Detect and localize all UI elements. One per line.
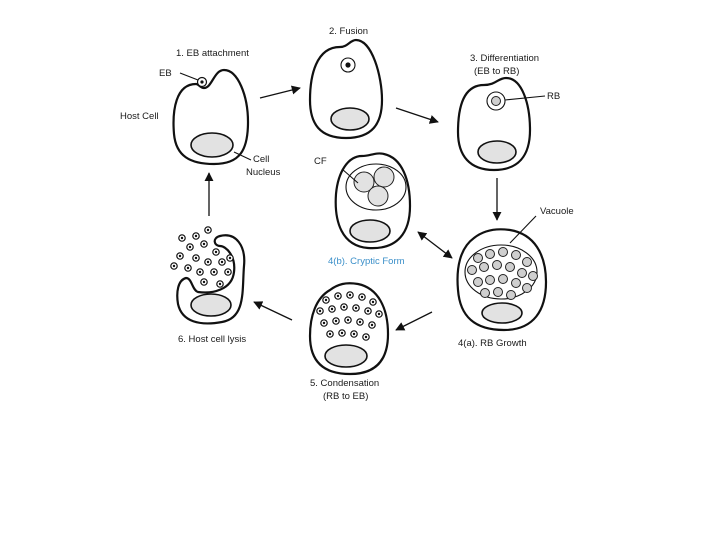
nucleus-pointer [233,151,252,161]
stage-2-cell [308,38,384,140]
stage-2-nucleus [330,107,370,131]
rb-pointer [504,95,546,101]
eb-label: EB [159,68,172,79]
differentiation-vacuole [486,91,506,111]
rb-particles [467,247,538,300]
stage-4b-cell [334,152,412,250]
cycle-arrows [204,85,502,331]
stage-6-label: 6. Host cell lysis [178,334,246,345]
cf-pointer [341,168,359,184]
stage-2-label: 2. Fusion [329,26,368,37]
stage-4a-label: 4(a). RB Growth [458,338,527,349]
stage-3-label-line1: 3. Differentiation [470,53,539,64]
stage-3-label-line2: (EB to RB) [474,66,519,77]
fusion-vacuole [340,57,356,73]
arrow-5-to-6 [253,301,293,321]
stage-4b-label: 4(b). Cryptic Form [328,256,405,267]
released-eb-particles [170,226,234,288]
stage-5-nucleus [324,344,368,368]
cryptic-vacuole [345,163,407,211]
stage-4b-nucleus [349,219,391,243]
rb-label: RB [547,91,560,102]
cell-nucleus-label-line1: Cell [253,154,269,165]
stage-4a-cell [456,215,548,332]
stage-4a-nucleus [481,302,523,324]
stage-5-label-line1: 5. Condensation [310,378,379,389]
cf-label: CF [314,156,327,167]
vacuole-pointer [509,215,537,244]
arrow-1-to-2 [259,85,301,99]
cell-nucleus-label-line2: Nucleus [246,167,281,178]
stage-3-nucleus [477,140,517,164]
stage-3-cell [456,76,546,172]
stage-5-label-line2: (RB to EB) [323,391,368,402]
vacuole-label: Vacuole [540,206,574,217]
host-cell-label: Host Cell [120,111,159,122]
stage-6-cell [170,226,246,325]
diagram-labels: 1. EB attachment EB Host Cell Cell Nucle… [120,26,574,402]
arrow-2-to-3 [395,107,439,124]
eb-pointer [179,72,199,81]
arrow-4a-to-5 [395,311,433,331]
eb-particles-condensed [316,291,383,341]
stage-1-cell [172,68,252,166]
arrow-4a-4b [417,231,453,259]
stage-6-nucleus [190,293,232,317]
stage-1-label: 1. EB attachment [176,48,249,59]
rb-vacuole [464,244,538,300]
stage-5-cell [308,282,390,376]
stage-1-nucleus [190,132,234,158]
